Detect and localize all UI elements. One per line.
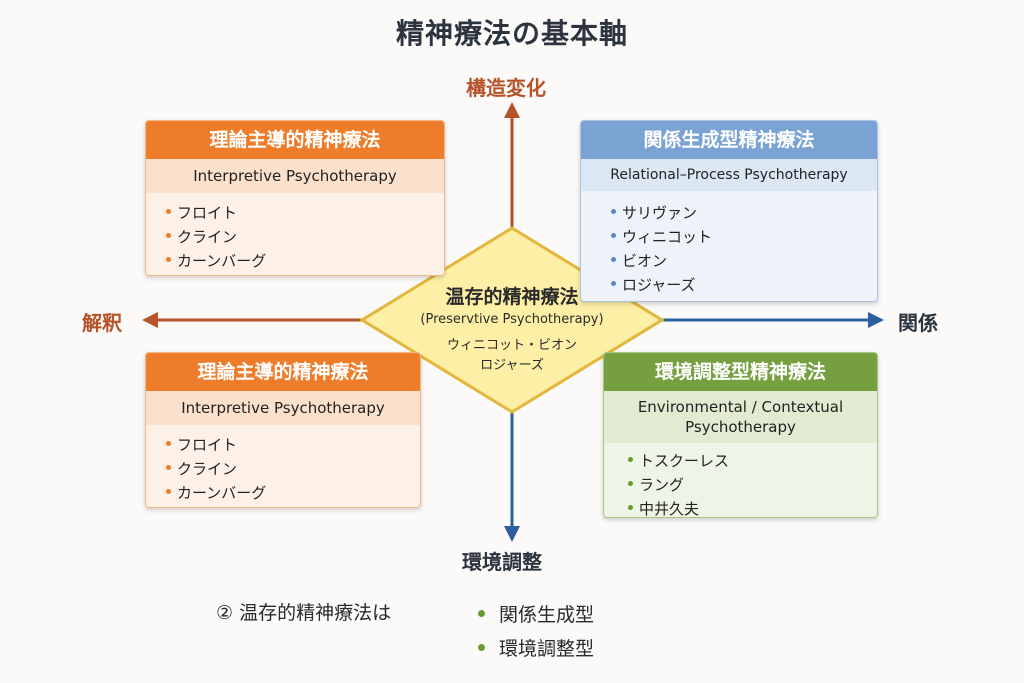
card-item-list: フロイト クライン カーンバーグ [146,425,420,505]
card-environmental: 環境調整型精神療法 Environmental / Contextual Psy… [603,352,878,518]
bullet-icon [478,610,485,617]
card-title: 関係生成型精神療法 [581,121,877,159]
bullet-icon [628,457,633,462]
footnote-lead: ② 温存的精神療法は [216,602,392,624]
axis-label-right: 関係 [898,311,938,335]
bullet-icon [166,465,171,470]
center-line-1: ウィニコット・ビオン [446,338,577,353]
footnote-item: 環境調整型 [478,634,594,661]
list-item: ビオン [611,249,877,273]
card-relational: 関係生成型精神療法 Relational–Process Psychothera… [580,120,878,302]
bullet-icon [166,441,171,446]
card-subtitle: Interpretive Psychotherapy [146,159,444,193]
list-item: ラング [628,473,877,497]
page-title: 精神療法の基本軸 [395,17,628,50]
card-interpretive-top: 理論主導的精神療法 Interpretive Psychotherapy フロイ… [145,120,445,276]
axis-label-top: 構造変化 [466,76,546,100]
list-item: フロイト [166,433,420,457]
list-item: カーンバーグ [166,249,444,273]
bullet-icon [166,233,171,238]
bullet-icon [628,505,633,510]
bullet-icon [611,281,616,286]
list-item: フロイト [166,201,444,225]
card-interpretive-bottom: 理論主導的精神療法 Interpretive Psychotherapy フロイ… [145,352,421,508]
card-subtitle: Interpretive Psychotherapy [146,391,420,425]
card-item-list: トスクーレス ラング 中井久夫 [604,443,877,517]
card-title: 理論主導的精神療法 [146,353,420,391]
card-title: 環境調整型精神療法 [604,353,877,391]
bullet-icon [611,209,616,214]
center-subtitle: (Preservtive Psychotherapy) [420,312,604,327]
bullet-icon [166,257,171,262]
bullet-icon [478,644,485,651]
card-subtitle: Environmental / Contextual Psychotherapy [604,391,877,443]
list-item: クライン [166,225,444,249]
list-item: トスクーレス [628,449,877,473]
card-title: 理論主導的精神療法 [146,121,444,159]
axis-label-bottom: 環境調整 [462,550,542,574]
axis-label-left: 解釈 [82,311,122,335]
list-item: カーンバーグ [166,481,420,505]
list-item: ウィニコット [611,225,877,249]
card-subtitle-line: Environmental / Contextual [637,398,844,416]
list-item: 中井久夫 [628,497,877,517]
card-item-list: フロイト クライン カーンバーグ [146,193,444,273]
footnote-item: 関係生成型 [478,600,594,627]
card-item-list: サリヴァン ウィニコット ビオン ロジャーズ [581,191,877,297]
bullet-icon [628,481,633,486]
center-title: 温存的精神療法 [445,286,579,308]
list-item: サリヴァン [611,201,877,225]
bullet-icon [611,233,616,238]
list-item: クライン [166,457,420,481]
bullet-icon [166,489,171,494]
bullet-icon [166,209,171,214]
center-line-2: ロジャーズ [480,358,544,373]
card-subtitle-line: Psychotherapy [685,418,796,436]
card-subtitle: Relational–Process Psychotherapy [581,159,877,191]
list-item: ロジャーズ [611,273,877,297]
bullet-icon [611,257,616,262]
